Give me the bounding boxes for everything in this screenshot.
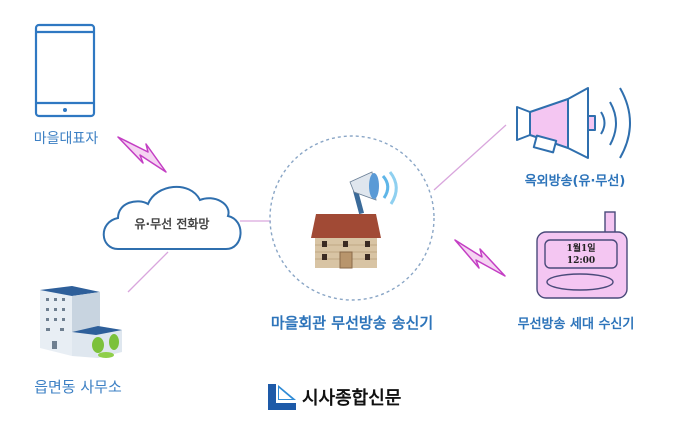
office-building-icon — [40, 286, 122, 358]
connector-lines — [127, 124, 507, 293]
office-label: 읍면동 사무소 — [34, 378, 122, 396]
village-rep-label: 마을대표자 — [34, 131, 99, 147]
tablet-icon — [34, 23, 96, 118]
village-hall-megaphone-icon — [311, 171, 398, 269]
receiver-device-icon — [536, 211, 628, 299]
transmitter-zone-circle — [269, 135, 435, 301]
receiver-label: 무선방송 세대 수신기 — [518, 316, 635, 332]
newspaper-logo-icon — [268, 384, 296, 410]
outdoor-broadcast-label: 옥외방송(유·무선) — [525, 173, 626, 189]
loudspeaker-icon — [516, 87, 631, 159]
receiver-screen-date: 1월1일 — [566, 242, 595, 254]
newspaper-logo-text: 시사종합신문 — [302, 387, 401, 409]
lightning-bolt-icon — [117, 136, 167, 173]
receiver-screen-time: 12:00 — [567, 256, 595, 266]
cloud-icon — [102, 185, 242, 250]
network-label: 유·무선 전화망 — [135, 216, 210, 231]
transmitter-label: 마을회관 무선방송 송신기 — [271, 314, 433, 332]
lightning-bolt-icon — [454, 239, 506, 277]
